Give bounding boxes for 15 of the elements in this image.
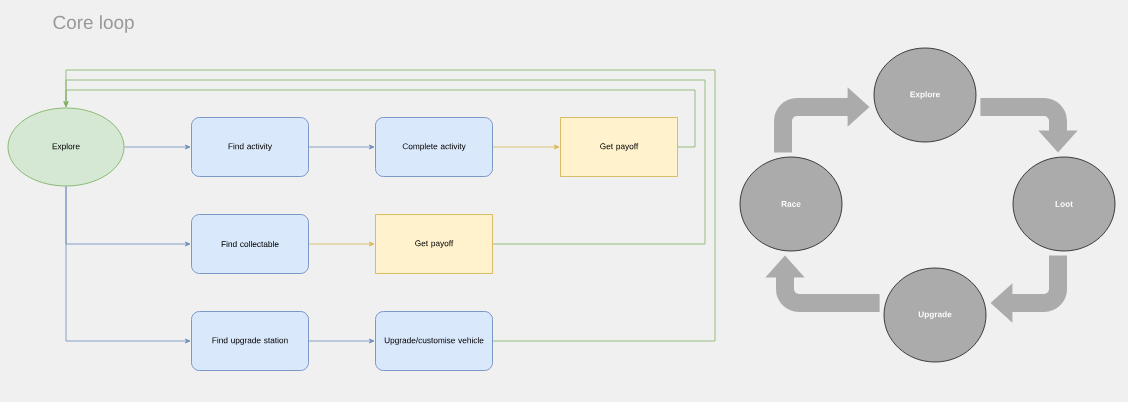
arrow — [308, 144, 375, 150]
arrow — [308, 241, 375, 247]
process-box: Find upgrade station — [191, 311, 309, 371]
process-box: Upgrade/customise vehicle — [375, 311, 493, 371]
process-box: Complete activity — [375, 117, 493, 177]
process-box: Find collectable — [191, 214, 309, 274]
title: Core loop — [53, 15, 134, 33]
arrow — [308, 338, 375, 344]
arrow — [492, 144, 560, 150]
process-box: Find activity — [191, 117, 309, 177]
payoff-box: Get payoff — [375, 214, 493, 274]
arrow — [63, 69, 716, 342]
arrow — [124, 144, 191, 150]
payoff-box: Get payoff — [560, 117, 678, 177]
arrow — [65, 186, 191, 344]
